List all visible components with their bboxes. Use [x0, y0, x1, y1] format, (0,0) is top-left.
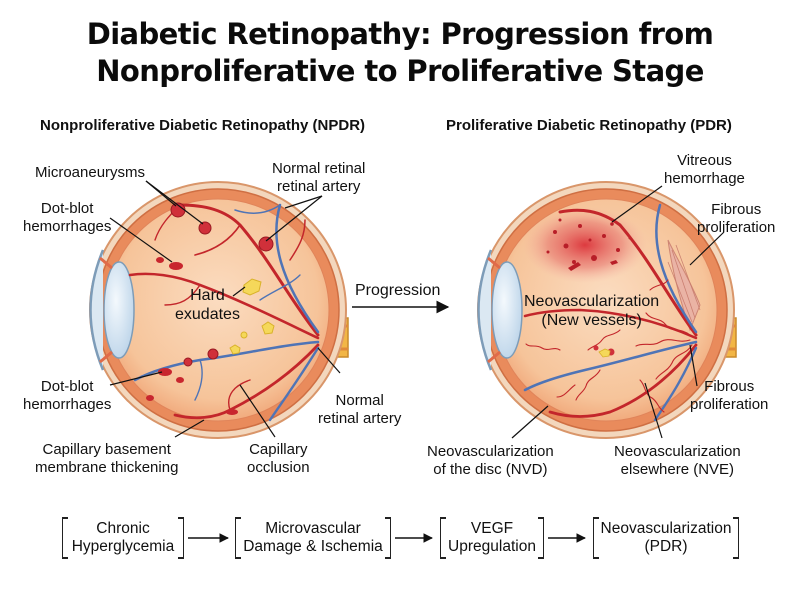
- lens-left: [103, 261, 135, 359]
- cornea-right: [477, 249, 493, 371]
- pdr-heading: Proliferative Diabetic Retinopathy (PDR): [446, 117, 732, 134]
- vitreous-hemorrhage: [523, 207, 647, 283]
- lens-right: [491, 261, 523, 359]
- cornea-left: [89, 249, 105, 371]
- npdr-pointers: [109, 180, 341, 438]
- hard-exudates-left: [229, 278, 275, 355]
- dot-blot-hemorrhages-left: [146, 257, 238, 415]
- title-line-2: Nonproliferative to Proliferative Stage: [96, 54, 704, 88]
- vessels-left: [128, 203, 320, 422]
- new-vessels: [525, 279, 693, 413]
- label-microaneurysms: Microaneurysms: [35, 164, 146, 181]
- pdr-pointers: [511, 185, 725, 439]
- vessels-right: [523, 203, 698, 422]
- label-progression: Progression: [355, 282, 441, 299]
- npdr-eye: [89, 181, 349, 439]
- npdr-heading: Nonproliferative Diabetic Retinopathy (N…: [40, 117, 366, 134]
- pdr-eye: [477, 181, 737, 439]
- flow-box-neovascularization: Neovascularization(PDR): [593, 517, 739, 559]
- title-line-1: Diabetic Retinopathy: Progression from: [86, 17, 714, 51]
- diagram-title: Diabetic Retinopathy: Progression from N…: [0, 16, 800, 90]
- label-neovascularization: Neovascularization(New vessels): [524, 293, 660, 329]
